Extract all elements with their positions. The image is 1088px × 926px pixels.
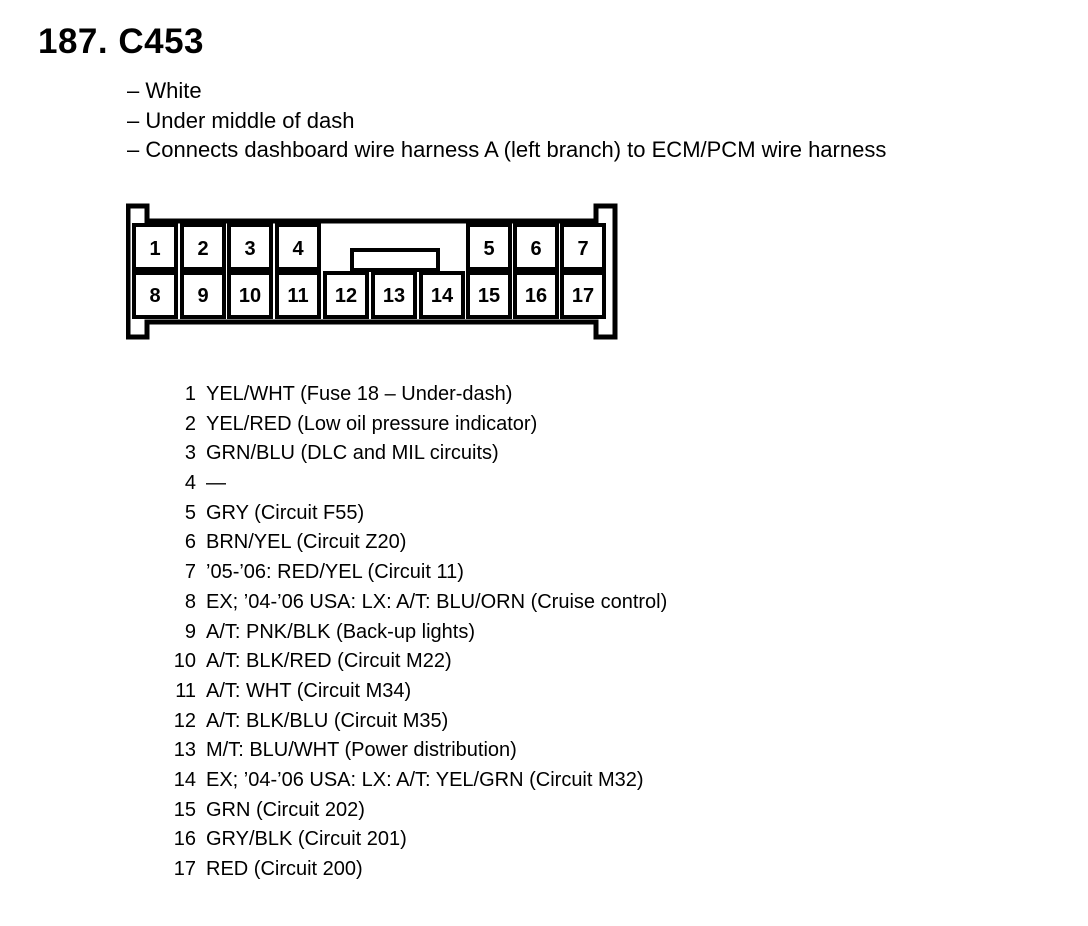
pin-number: 6	[530, 238, 541, 260]
note-connection: – Connects dashboard wire harness A (lef…	[127, 137, 887, 162]
list-item: 9 A/T: PNK/BLK (Back-up lights)	[160, 618, 667, 648]
list-item: 10 A/T: BLK/RED (Circuit M22)	[160, 647, 667, 677]
pin-list-number: 2	[184, 412, 196, 435]
pin-list-description: EX; ’04-’06 USA: LX: A/T: BLU/ORN (Cruis…	[206, 590, 668, 613]
pin-list-description: A/T: BLK/RED (Circuit M22)	[206, 650, 452, 673]
pin-number: 11	[287, 285, 308, 307]
pin-list-number: 14	[173, 768, 196, 791]
pin-list-description: GRY/BLK (Circuit 201)	[206, 828, 407, 851]
pin-list-number: 6	[184, 531, 196, 554]
list-item: 13 M/T: BLU/WHT (Power distribution)	[160, 736, 667, 766]
pin-list-description: YEL/RED (Low oil pressure indicator)	[206, 412, 538, 435]
note-color: – White	[127, 78, 202, 103]
locking-tab	[350, 248, 440, 272]
list-item: 15 GRN (Circuit 202)	[160, 796, 667, 826]
pin-number: 10	[239, 285, 261, 307]
pin-number: 17	[572, 285, 594, 307]
pin-number: 15	[478, 285, 500, 307]
pin-list-description: M/T: BLU/WHT (Power distribution)	[206, 739, 517, 762]
pin-number: 3	[244, 238, 255, 260]
pin-list-description: A/T: PNK/BLK (Back-up lights)	[206, 620, 475, 643]
pin-list-description: —	[206, 472, 226, 495]
pin-list-number: 8	[184, 590, 196, 613]
pin-cavity: 3	[227, 223, 273, 271]
pin-list-description: A/T: BLK/BLU (Circuit M35)	[206, 709, 449, 732]
pin-number: 8	[149, 285, 160, 307]
pin-list-description: BRN/YEL (Circuit Z20)	[206, 531, 407, 554]
pin-cavity: 4	[275, 223, 321, 271]
pin-list-number: 4	[184, 472, 196, 495]
pin-list-number: 16	[173, 828, 196, 851]
pin-cavity: 11	[275, 271, 321, 319]
pin-number: 7	[577, 238, 588, 260]
list-item: 17 RED (Circuit 200)	[160, 855, 667, 885]
pin-number: 9	[197, 285, 208, 307]
list-item: 14 EX; ’04-’06 USA: LX: A/T: YEL/GRN (Cir…	[160, 766, 667, 796]
pin-cavity: 7	[560, 223, 606, 271]
connector-notes: – White – Under middle of dash – Connect…	[127, 76, 886, 165]
pin-cavity: 12	[323, 271, 369, 319]
pin-cavity: 10	[227, 271, 273, 319]
note-location: – Under middle of dash	[127, 107, 355, 133]
pin-number: 4	[292, 238, 304, 260]
list-item: 5 GRY (Circuit F55)	[160, 499, 667, 529]
pin-number: 12	[335, 285, 357, 307]
pin-cavity: 8	[132, 271, 178, 319]
pin-list-description: GRN (Circuit 202)	[206, 798, 365, 821]
pin-cavity: 2	[180, 223, 226, 271]
pin-number: 16	[525, 285, 547, 307]
list-item: 16 GRY/BLK (Circuit 201)	[160, 825, 667, 855]
pin-list-number: 12	[173, 709, 196, 732]
pin-list-description: YEL/WHT (Fuse 18 – Under-dash)	[206, 383, 513, 405]
pin-number: 1	[149, 238, 160, 260]
pin-cavity: 9	[180, 271, 226, 319]
pin-number: 14	[431, 285, 454, 307]
pin-list-number: 9	[184, 620, 196, 643]
list-item: 4—	[160, 469, 667, 499]
pin-cavity: 13	[371, 271, 417, 319]
pin-list-number: 7	[184, 561, 196, 584]
pin-list-number: 3	[184, 442, 196, 465]
pin-number: 13	[383, 285, 405, 307]
list-item: 12 A/T: BLK/BLU (Circuit M35)	[160, 707, 667, 737]
pin-list-number: 17	[173, 858, 196, 880]
pin-list-description: GRN/BLU (DLC and MIL circuits)	[206, 442, 499, 465]
pin-number: 2	[197, 238, 208, 260]
pin-list: 1 YEL/WHT (Fuse 18 – Under-dash) 2 YEL/RED…	[160, 380, 668, 885]
pin-number: 5	[483, 238, 494, 260]
pin-list-description: RED (Circuit 200)	[206, 858, 363, 880]
list-item: 3 GRN/BLU (DLC and MIL circuits)	[160, 439, 667, 469]
pin-list-number: 10	[173, 650, 196, 673]
pin-list-description: GRY (Circuit F55)	[206, 501, 365, 524]
connector-diagram: 1 2 3 4 5 6 7 8 9 10 11 12 13 14 15 16 1…	[125, 203, 618, 348]
pin-list-number: 13	[173, 739, 196, 762]
pin-cavity: 14	[419, 271, 465, 319]
pin-cavity: 5	[466, 223, 512, 271]
pin-list-description: A/T: WHT (Circuit M34)	[206, 679, 412, 702]
list-item: 1 YEL/WHT (Fuse 18 – Under-dash)	[160, 380, 667, 410]
list-item: 2 YEL/RED (Low oil pressure indicator)	[160, 410, 667, 440]
pin-cavity: 1	[132, 223, 178, 271]
pin-cavity: 6	[513, 223, 559, 271]
list-item: 11 A/T: WHT (Circuit M34)	[160, 677, 667, 707]
pin-list-description: EX; ’04-’06 USA: LX: A/T: YEL/GRN (Circu…	[206, 768, 644, 791]
pin-list-description: ’05-’06: RED/YEL (Circuit 11)	[206, 561, 464, 584]
list-item: 8 EX; ’04-’06 USA: LX: A/T: BLU/ORN (Crui…	[160, 588, 667, 618]
pin-list-number: 1	[184, 383, 196, 405]
pin-cavity: 15	[466, 271, 512, 319]
list-item: 7 ’05-’06: RED/YEL (Circuit 11)	[160, 558, 667, 588]
list-item: 6 BRN/YEL (Circuit Z20)	[160, 528, 667, 558]
pin-cavity: 16	[513, 271, 559, 319]
pin-list-number: 15	[173, 798, 196, 821]
pin-cavity: 17	[560, 271, 606, 319]
pin-list-number: 5	[184, 501, 196, 524]
page-title: 187. C453	[38, 22, 205, 61]
pin-list-number: 11	[175, 679, 196, 702]
